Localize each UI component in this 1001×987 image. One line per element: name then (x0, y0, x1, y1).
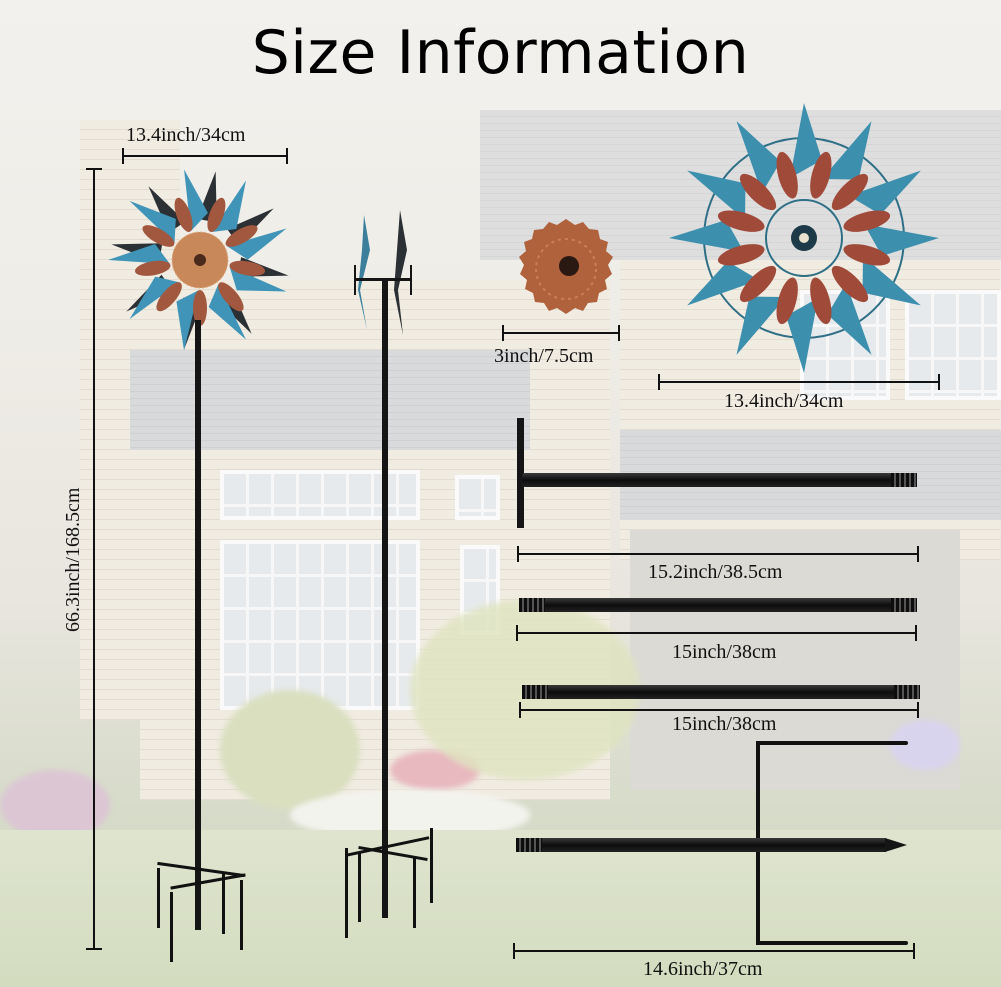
label-total-height: 66.3inch/168.5cm (62, 487, 84, 632)
dimension-line-stake (513, 943, 915, 959)
page-title: Size Information (251, 18, 750, 88)
label-cap-diameter: 3inch/7.5cm (494, 345, 594, 367)
dimension-line-rod-2 (519, 702, 919, 718)
dimension-line-total-height (86, 168, 102, 950)
spinner-pole (195, 320, 201, 930)
dimension-line-t-rod (517, 546, 919, 562)
teal-wheel-icon (669, 103, 939, 373)
spinner-pole-side (382, 278, 388, 918)
middle-rod-1 (519, 598, 917, 612)
dimension-line-spinner-width (122, 148, 288, 164)
label-spinner-width: 13.4inch/34cm (126, 124, 246, 146)
dimension-line-cap-diameter (502, 325, 620, 341)
spinner-flower-icon (108, 169, 289, 351)
middle-rod-2 (522, 685, 920, 699)
label-rod-2: 15inch/38cm (672, 713, 777, 735)
lawn (0, 830, 1001, 987)
label-stake: 14.6inch/37cm (643, 958, 763, 980)
label-wheel-diameter: 13.4inch/34cm (724, 390, 844, 412)
dimension-line-rod-1 (516, 625, 917, 641)
copper-cap-icon (519, 219, 613, 314)
dimension-line-wheel-diameter (658, 374, 940, 390)
label-t-rod: 15.2inch/38.5cm (648, 561, 783, 583)
label-rod-1: 15inch/38cm (672, 641, 777, 663)
